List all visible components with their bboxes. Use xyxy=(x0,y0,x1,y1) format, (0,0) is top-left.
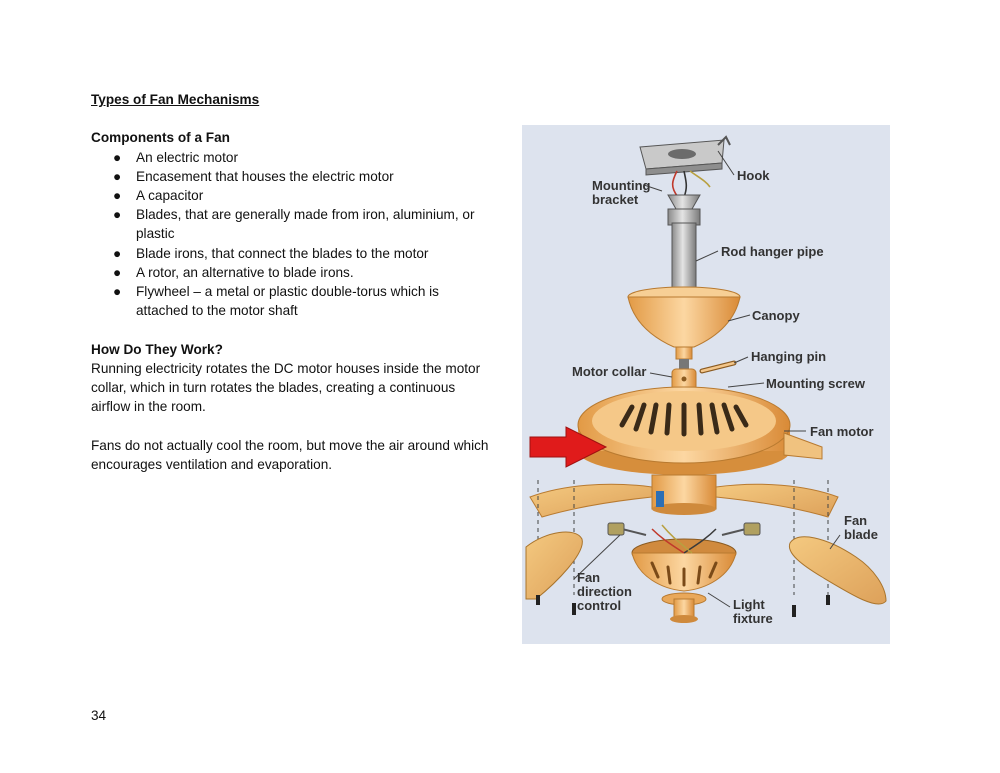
list-item: ● Blade irons, that connect the blades to… xyxy=(91,244,491,263)
list-item: ● Flywheel – a metal or plastic double-to… xyxy=(91,282,491,320)
fan-blade-left xyxy=(525,531,583,600)
switch-icon xyxy=(656,491,664,507)
how-paragraph-1: Running electricity rotates the DC motor… xyxy=(91,360,481,415)
list-item-text: A rotor, an alternative to blade irons. xyxy=(136,264,354,280)
label-motor-collar: Motor collar xyxy=(572,364,646,379)
spacer xyxy=(91,416,491,435)
light-fixture xyxy=(631,524,737,623)
label-fan-direction-control-1: Fan xyxy=(577,570,600,585)
canopy xyxy=(627,286,741,360)
list-item-text: A capacitor xyxy=(136,188,204,203)
leader-lines xyxy=(573,150,841,608)
spacer xyxy=(91,320,491,339)
how-heading: How Do They Work? xyxy=(91,341,223,357)
label-hanging-pin: Hanging pin xyxy=(751,349,826,364)
bullet: ● xyxy=(113,264,122,280)
list-item: ● A rotor, an alternative to blade irons. xyxy=(91,263,491,282)
label-hook: Hook xyxy=(737,168,770,183)
list-item-text: An electric motor xyxy=(136,149,238,165)
list-item: ● Encasement that houses the electric mot… xyxy=(91,167,491,186)
bullet: ● xyxy=(113,245,122,261)
list-item: ● Blades, that are generally made from ir… xyxy=(91,205,491,243)
bullet: ● xyxy=(113,168,122,184)
list-item: ● An electric motor xyxy=(91,148,491,167)
components-heading: Components of a Fan xyxy=(91,130,230,146)
fan-motor xyxy=(577,386,823,475)
hanging-pin xyxy=(699,360,737,374)
label-rod-hanger-pipe: Rod hanger pipe xyxy=(721,244,824,259)
bullet: ● xyxy=(113,149,122,165)
label-fan-direction-control-2: direction xyxy=(577,584,632,599)
label-light-fixture-1: Light xyxy=(733,597,765,612)
fan-diagram: Mounting bracket Hook Rod hanger pipe Ca… xyxy=(522,125,890,644)
components-list: ● An electric motor ● Encasement that hous… xyxy=(91,148,491,321)
spacer xyxy=(91,109,491,128)
fan-diagram-svg: Mounting bracket Hook Rod hanger pipe Ca… xyxy=(522,125,890,644)
list-item-text: Flywheel – a metal or plastic double-tor… xyxy=(136,284,439,319)
mounting-bracket xyxy=(639,135,731,176)
list-item: ● A capacitor xyxy=(91,186,491,205)
motor-hub xyxy=(651,474,717,515)
label-fan-blade-1: Fan xyxy=(844,513,867,528)
label-canopy: Canopy xyxy=(752,308,800,323)
label-mounting-bracket-2: bracket xyxy=(592,192,639,207)
how-paragraph-2: Fans do not actually cool the room, but … xyxy=(91,437,489,472)
label-fan-motor: Fan motor xyxy=(810,424,874,439)
vent-slots xyxy=(619,402,749,437)
label-mounting-bracket-1: Mounting xyxy=(592,178,651,193)
list-item-text: Encasement that houses the electric moto… xyxy=(136,168,394,184)
hook-icon xyxy=(717,135,731,146)
list-item-text: Blade irons, that connect the blades to … xyxy=(136,245,429,261)
label-fan-direction-control-3: control xyxy=(577,598,621,613)
list-item-text: Blades, that are generally made from iro… xyxy=(136,207,475,242)
screws xyxy=(536,595,830,617)
section-title: Types of Fan Mechanisms xyxy=(91,92,260,107)
page-number: 34 xyxy=(91,708,107,723)
label-fan-blade-2: blade xyxy=(844,527,878,542)
bullet: ● xyxy=(113,207,122,223)
blade-irons xyxy=(529,483,839,518)
fan-direction-control xyxy=(607,522,761,536)
red-arrow-icon xyxy=(529,426,608,468)
label-light-fixture-2: fixture xyxy=(733,611,773,626)
bullet: ● xyxy=(113,188,122,203)
bullet: ● xyxy=(113,284,122,300)
label-mounting-screw: Mounting screw xyxy=(766,376,866,391)
text-column: Types of Fan Mechanisms Components of a … xyxy=(91,90,491,474)
fan-blade-right xyxy=(788,536,887,605)
